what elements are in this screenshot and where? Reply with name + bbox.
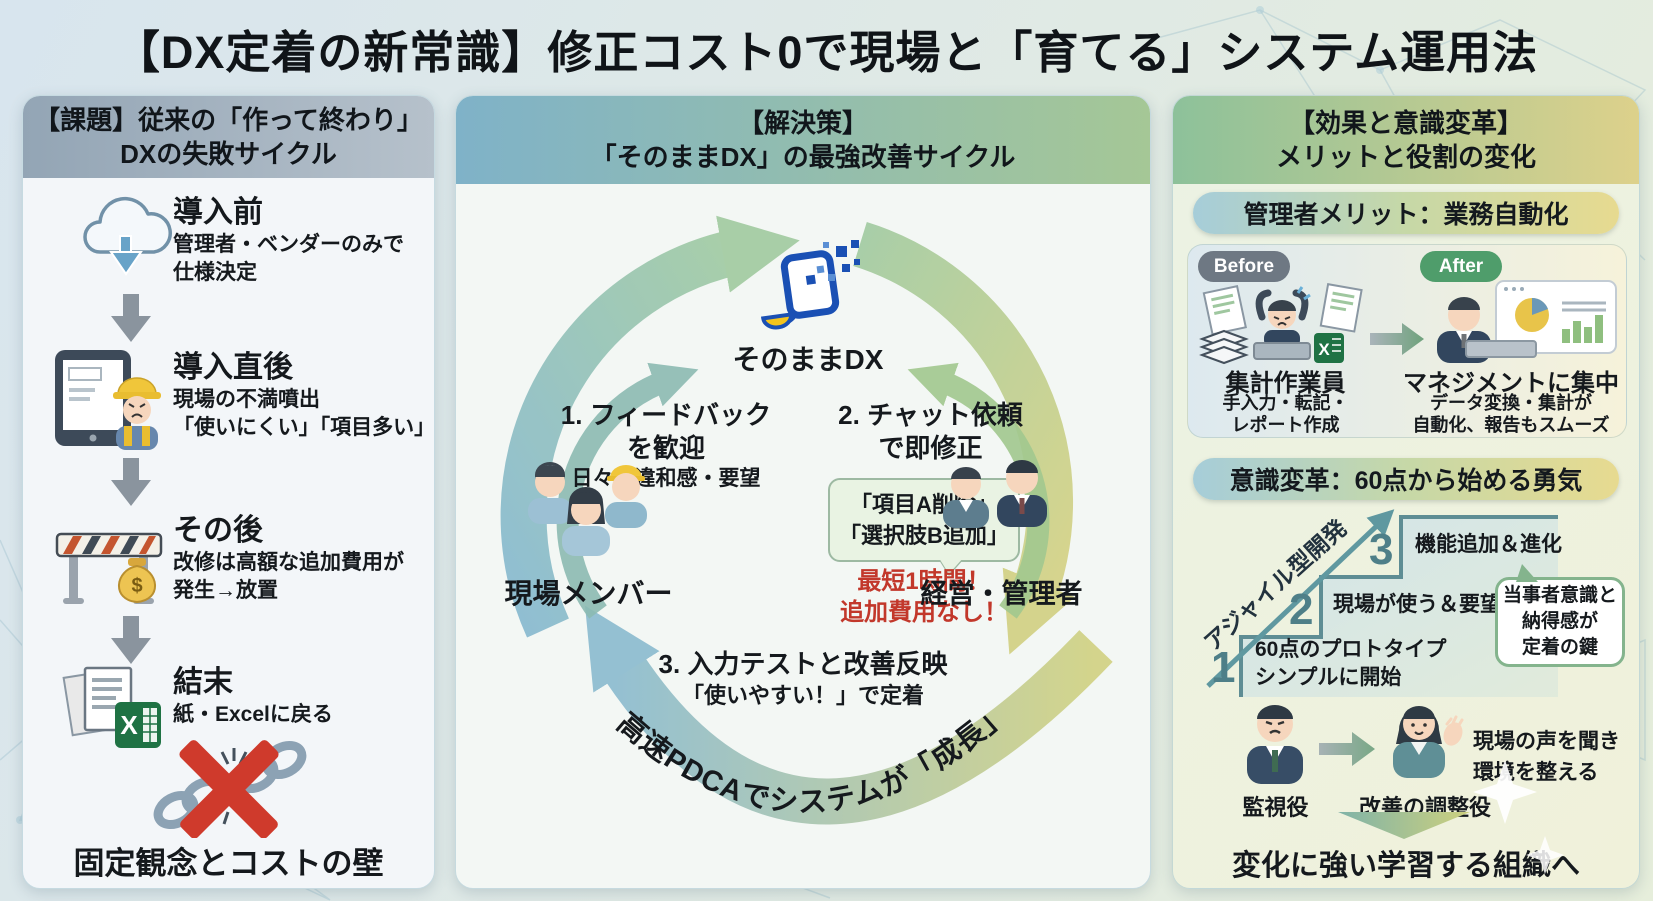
svg-text:X: X [1318, 340, 1330, 359]
page-title: 【DX定着の新常識】修正コスト0で現場と「育てる」システム運用法 [114, 27, 1539, 78]
cycle-step-1-title2: を歓迎 [626, 433, 705, 463]
cycle-arrow-bottom [585, 605, 1113, 825]
field-members-label: 現場メンバー [504, 578, 673, 609]
sonomama-dx-logo [760, 240, 860, 330]
key-bubble-line2: 納得感が [1521, 611, 1598, 632]
solution-panel-header: 【解決策】 「そのままDX」の最強改善サイクル [456, 96, 1150, 184]
stair-step3-label: 機能追加＆進化 [1415, 532, 1562, 556]
effects-header-line1: 【効果と意識変革】 [1288, 108, 1523, 138]
effects-panel-header: 【効果と意識変革】 メリットと役割の変化 [1173, 96, 1639, 184]
key-bubble-line1: 当事者意識と [1502, 585, 1617, 606]
chat-request-bubble: 「項目A削除」 「選択肢B追加」 [828, 478, 1020, 574]
cycle-step-3-title: 3. 入力テストと改善反映 [658, 649, 948, 679]
merit-section-header: 管理者メリット：業務自動化 [1193, 192, 1619, 234]
role-change-arrow-icon [1319, 732, 1375, 766]
before-badge: Before [1198, 251, 1290, 282]
down-arrow-icon [111, 616, 151, 664]
after-badge: After [1420, 251, 1502, 282]
fail-step-desc: 「使いにくい」「項目多い」 [173, 416, 436, 439]
broken-chain-icon [153, 740, 307, 838]
effects-header-line2: メリットと役割の変化 [1275, 142, 1536, 172]
fail-step-title: 導入前 [173, 196, 263, 229]
down-chevron-icon [1338, 812, 1470, 839]
fail-step-desc: 現場の不満噴出 [173, 388, 320, 411]
fail-step-title: 導入直後 [173, 351, 293, 384]
coordinator-desc-line1: 現場の声を聞き [1473, 730, 1620, 753]
cycle-step-2-title2: で即修正 [878, 433, 983, 463]
after-desc2: 自動化、報告もスムーズ [1412, 415, 1610, 435]
speed-highlight-line1: 最短1時間！ [857, 568, 991, 595]
cycle-step-2-title: 2. チャット依頼 [838, 400, 1023, 430]
speed-highlight-line2: 追加費用なし！ [840, 599, 1008, 626]
bubble-tail [939, 558, 964, 574]
fail-step-desc: 発生→放置 [173, 579, 278, 602]
before-after-arrow-icon [1370, 323, 1424, 355]
cycle-step-2: 2. チャット依頼 で即修正 [818, 399, 1043, 465]
bubble-tail [1516, 564, 1538, 582]
before-desc2: レポート作成 [1231, 415, 1340, 435]
fail-step-2: 導入直後 現場の不満噴出 「使いにくい」「項目多い」 [173, 349, 435, 442]
calm-manager-icon [1437, 280, 1617, 363]
fail-step-title: その後 [173, 514, 263, 547]
problem-header-line1: 【課題】従来の「作って終わり」 [34, 105, 423, 135]
effects-panel: 【効果と意識変革】 メリットと役割の変化 管理者メリット：業務自動化 Befor… [1172, 95, 1640, 889]
watcher-icon [1247, 705, 1303, 784]
sparkle-icon [1526, 836, 1564, 874]
stair-number-3: 3 [1369, 525, 1393, 574]
fail-step-desc: 仕様決定 [173, 261, 257, 284]
before-desc1: 手入力・転記・ [1222, 393, 1349, 413]
excel-letter: X [120, 710, 138, 740]
managers-icon [943, 460, 1047, 528]
cycle-inner-arrow-left [556, 362, 699, 619]
problem-panel-header: 【課題】従来の「作って終わり」 DXの失敗サイクル [23, 96, 434, 178]
problem-header-line2: DXの失敗サイクル [120, 139, 337, 169]
fail-step-4: 結末 紙・Excelに戻る [173, 664, 333, 729]
stair-step1-label2: シンプルに開始 [1255, 665, 1401, 689]
before-after-card: Before After X [1187, 244, 1627, 438]
fail-step-title: 結末 [173, 666, 233, 699]
fail-step-desc: 紙・Excelに戻る [173, 703, 333, 726]
after-title: マネジメントに集中 [1403, 370, 1619, 397]
fail-step-3: その後 改修は高額な追加費用が 発生→放置 [173, 512, 404, 605]
watcher-label: 監視役 [1242, 795, 1309, 820]
cycle-step-3: 3. 入力テストと改善反映 「使いやすい！」で定着 [628, 648, 978, 711]
speed-highlight: 最短1時間！ 追加費用なし！ [834, 566, 1014, 628]
fail-step-desc: 管理者・ベンダーのみで [173, 233, 404, 256]
before-title: 集計作業員 [1225, 370, 1346, 397]
barrier-money-icon: $ [55, 532, 163, 604]
improvement-cycle-diagram: 高速PDCAでシステムが「成長」 [500, 215, 1113, 825]
problem-panel: 【課題】従来の「作って終わり」 DXの失敗サイクル 導入前 管理者・ベンダーのみ… [22, 95, 435, 889]
stair-step2-label: 現場が使う＆要望 [1333, 592, 1501, 616]
cycle-step-3-sub: 「使いやすい！」で定着 [681, 683, 924, 708]
after-desc1: データ変換・集計が [1430, 393, 1592, 413]
paper-excel-icon: X [62, 666, 161, 748]
stair-number-2: 2 [1289, 585, 1313, 634]
fail-step-1: 導入前 管理者・ベンダーのみで 仕様決定 [173, 194, 404, 287]
growth-staircase-diagram: アジャイル型開発 1 2 3 機能追加＆進化 現場が使う＆要望 60点のプロトタ… [1199, 509, 1562, 697]
coordinator-icon [1393, 706, 1464, 778]
down-arrow-icon [111, 294, 151, 342]
cycle-arrow-left [500, 215, 800, 638]
organization-footer: 変化に強い学習する組織へ [1231, 850, 1580, 882]
stressed-worker-icon: X [1199, 283, 1363, 365]
solution-panel: 【解決策】 「そのままDX」の最強改善サイクル 高速PDCAでシステムが「成長」 [455, 95, 1151, 889]
cloud-download-icon [83, 196, 172, 276]
ownership-key-bubble: 当事者意識と 納得感が 定着の鍵 [1495, 564, 1625, 667]
field-members-icon [528, 462, 647, 556]
down-arrow-icon [111, 458, 151, 506]
stair-number-1: 1 [1211, 643, 1235, 692]
logo-label: そのままDX [732, 344, 884, 375]
cycle-step-1-title: 1. フィードバック [560, 400, 772, 430]
mindset-section-header: 意識変革：60点から始める勇気 [1193, 458, 1619, 500]
key-bubble-line3: 定着の鍵 [1521, 637, 1598, 658]
money-symbol: $ [131, 575, 142, 597]
sparkle-icon [1473, 760, 1537, 824]
managers-label: 経営・管理者 [920, 579, 1083, 609]
problem-footer: 固定観念とコストの壁 [73, 846, 384, 881]
solution-header-line1: 【解決策】 [737, 108, 868, 138]
fail-step-desc: 改修は高額な追加費用が [173, 551, 404, 574]
solution-header-line2: 「そのままDX」の最強改善サイクル [590, 142, 1016, 172]
tablet-angry-worker-icon [55, 350, 161, 450]
stair-step1-label1: 60点のプロトタイプ [1255, 637, 1447, 661]
